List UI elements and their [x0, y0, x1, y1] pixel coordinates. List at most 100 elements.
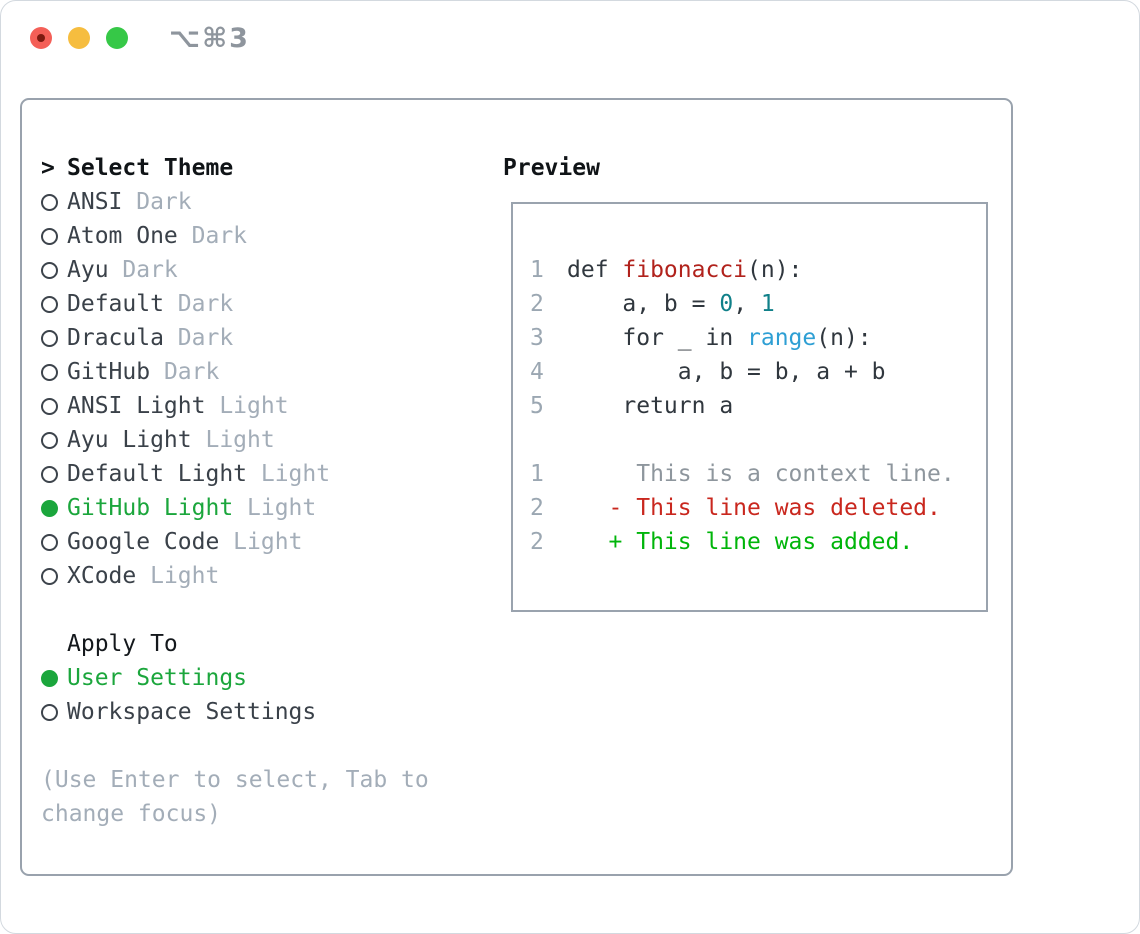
radio-unselected-icon	[41, 261, 58, 279]
theme-list-title: Select Theme	[67, 155, 234, 181]
theme-option-ayu-light[interactable]: Ayu Light Light	[41, 423, 481, 457]
hint-line-1: (Use Enter to select, Tab to	[41, 767, 429, 793]
theme-option-xcode[interactable]: XCode Light	[41, 559, 481, 593]
apply-option-name: Workspace Settings	[67, 699, 317, 725]
radio-unselected-icon	[41, 533, 58, 551]
radio-unselected-icon	[41, 465, 58, 483]
radio-unselected-icon	[41, 193, 58, 211]
code-segment-code: a, b = b, a + b	[567, 359, 886, 385]
radio-unselected-icon	[41, 397, 58, 415]
code-line: 4 a, b = b, a + b	[530, 355, 986, 389]
theme-variant-label: Dark	[177, 223, 248, 249]
code-segment-func: fibonacci	[622, 257, 748, 283]
spacer-row	[41, 729, 481, 763]
apply-option-workspace-settings[interactable]: Workspace Settings	[41, 695, 481, 729]
radio-selected-icon	[41, 499, 58, 517]
theme-name: ANSI	[67, 189, 123, 215]
close-button[interactable]	[30, 27, 52, 49]
theme-option-atom-one[interactable]: Atom One Dark	[41, 219, 481, 253]
radio-cell	[41, 295, 67, 313]
code-segment-code: for _ in	[567, 325, 748, 351]
radio-unselected-icon	[41, 431, 58, 449]
code-segment-code: (n):	[747, 257, 803, 283]
code-segment-num: 1	[760, 291, 775, 317]
theme-variant-label: Light	[191, 427, 275, 453]
theme-variant-label: Light	[219, 529, 303, 555]
radio-unselected-icon	[41, 329, 58, 347]
close-focus-dot	[37, 34, 45, 42]
minimize-button[interactable]	[68, 27, 90, 49]
theme-variant-label: Dark	[150, 359, 220, 385]
radio-cell	[41, 431, 67, 449]
theme-name: Default Light	[67, 461, 248, 487]
code-segment-code: (n):	[816, 325, 872, 351]
radio-cell	[41, 227, 67, 245]
code-line: 2 - This line was deleted.	[530, 491, 986, 525]
preview-title: Preview	[503, 155, 600, 181]
code-line: 2 a, b = 0, 1	[530, 287, 986, 321]
theme-option-github-light[interactable]: GitHub Light Light	[41, 491, 481, 525]
radio-cell	[41, 465, 67, 483]
theme-option-ansi[interactable]: ANSI Dark	[41, 185, 481, 219]
radio-unselected-icon	[41, 295, 58, 313]
theme-variant-label: Dark	[108, 257, 178, 283]
theme-name: GitHub	[67, 359, 151, 385]
code-segment-code: a, b =	[567, 291, 720, 317]
theme-variant-label: Dark	[122, 189, 192, 215]
titlebar: ⌥⌘3	[1, 1, 1139, 97]
radio-cell	[41, 703, 67, 721]
line-number: 2	[530, 495, 544, 521]
radio-cell	[41, 193, 67, 211]
line-number: 1	[530, 461, 544, 487]
code-line: 1 This is a context line.	[530, 457, 986, 491]
radio-cell	[41, 669, 67, 687]
theme-option-dracula[interactable]: Dracula Dark	[41, 321, 481, 355]
hint-line-2: change focus)	[41, 801, 222, 827]
theme-variant-label: Light	[205, 393, 289, 419]
code-line: 5 return a	[530, 389, 986, 423]
theme-list-header: > Select Theme	[41, 151, 481, 185]
window-title-shortcut: ⌥⌘3	[169, 23, 250, 54]
radio-cell	[41, 499, 67, 517]
maximize-button[interactable]	[106, 27, 128, 49]
code-line-content: + This line was added.	[567, 529, 914, 555]
theme-name: Ayu	[67, 257, 109, 283]
theme-variant-label: Dark	[163, 325, 234, 351]
radio-cell	[41, 567, 67, 585]
theme-variant-label: Light	[136, 563, 220, 589]
code-line: 2 + This line was added.	[530, 525, 986, 559]
code-segment-code: return a	[567, 393, 734, 419]
line-number: 3	[530, 325, 544, 351]
apply-option-name: User Settings	[67, 665, 248, 691]
theme-name: Ayu Light	[67, 427, 192, 453]
theme-option-ansi-light[interactable]: ANSI Light Light	[41, 389, 481, 423]
code-line: 3 for _ in range(n):	[530, 321, 986, 355]
radio-unselected-icon	[41, 567, 58, 585]
theme-option-default[interactable]: Default Dark	[41, 287, 481, 321]
theme-option-github[interactable]: GitHub Dark	[41, 355, 481, 389]
code-segment-deleted: - This line was deleted.	[567, 495, 941, 521]
theme-name: XCode	[67, 563, 137, 589]
code-segment-num: 0	[719, 291, 734, 317]
code-line-content: a, b = b, a + b	[567, 359, 886, 385]
radio-cell	[41, 533, 67, 551]
theme-option-default-light[interactable]: Default Light Light	[41, 457, 481, 491]
code-line-content: def fibonacci(n):	[567, 257, 802, 283]
code-segment-builtin: range	[747, 325, 817, 351]
cursor-indicator: >	[41, 155, 55, 181]
theme-option-google-code[interactable]: Google Code Light	[41, 525, 481, 559]
theme-option-ayu[interactable]: Ayu Dark	[41, 253, 481, 287]
apply-option-user-settings[interactable]: User Settings	[41, 661, 481, 695]
theme-variant-label: Dark	[163, 291, 234, 317]
radio-selected-icon	[41, 669, 58, 687]
radio-cell	[41, 397, 67, 415]
theme-variant-label: Light	[247, 461, 331, 487]
radio-unselected-icon	[41, 227, 58, 245]
theme-name: Default	[67, 291, 164, 317]
line-number: 5	[530, 393, 544, 419]
apply-to-title: Apply To	[67, 631, 178, 657]
theme-name: Atom One	[67, 223, 178, 249]
